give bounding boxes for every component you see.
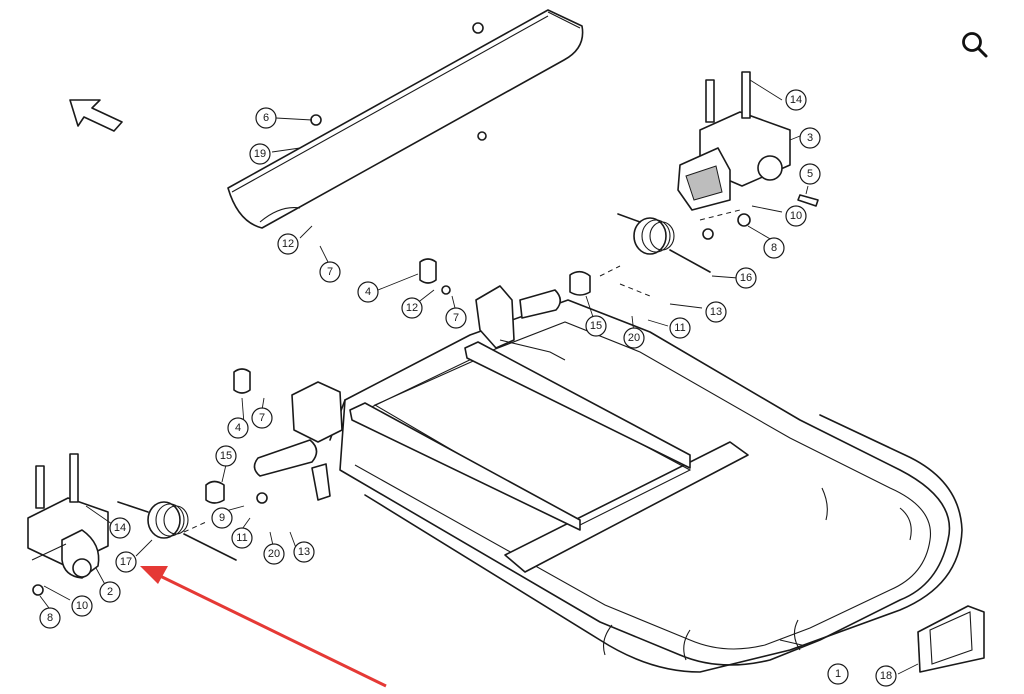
callout-4-right: 4 [357,281,379,303]
callout-7-mid-label: 7 [453,312,459,324]
callout-2-label: 2 [107,586,113,598]
callout-10-right-label: 10 [790,210,802,222]
callout-17: 17 [115,551,137,573]
callout-10-left-label: 10 [76,600,88,612]
callout-14-left: 14 [109,517,131,539]
callout-15-right-label: 15 [590,320,602,332]
callout-8-left-label: 8 [47,612,53,624]
callout-3: 3 [799,127,821,149]
callout-13-left-label: 13 [298,546,310,558]
callout-2: 2 [99,581,121,603]
callout-15-left-label: 15 [220,450,232,462]
callout-11-right-label: 11 [674,322,685,334]
callout-18-label: 18 [880,670,892,682]
callout-10-left: 10 [71,595,93,617]
leader-lines [39,79,919,675]
zoom-button[interactable] [956,26,994,64]
callout-1: 1 [827,663,849,685]
callout-14-right: 14 [785,89,807,111]
callout-3-label: 3 [807,132,813,144]
callout-13-left: 13 [293,541,315,563]
callout-20-right-label: 20 [628,332,640,344]
callout-15-left: 15 [215,445,237,467]
hinge-bracket-left [27,497,109,579]
callout-14-right-label: 14 [790,94,802,106]
callout-9-label: 9 [219,512,225,524]
callout-7-left-label: 7 [259,412,265,424]
callout-5: 5 [799,163,821,185]
part-18-channel [917,605,985,673]
callout-20-right: 20 [623,327,645,349]
callout-12-top-label: 12 [282,238,294,250]
callout-1-label: 1 [835,668,841,680]
callout-11-right: 11 [669,317,691,339]
callout-14-left-label: 14 [114,522,126,534]
callout-4-right-label: 4 [365,286,371,298]
callout-20-left: 20 [263,543,285,565]
torsion-spring-left [117,501,237,561]
callout-19-label: 19 [254,148,266,160]
callout-13-right: 13 [705,301,727,323]
callout-8-right: 8 [763,237,785,259]
callout-8-right-label: 8 [771,242,777,254]
callout-4-left: 4 [227,417,249,439]
main-frame [253,289,963,673]
callout-8-left: 8 [39,607,61,629]
callout-12-mid: 12 [401,297,423,319]
callout-6-label: 6 [263,112,269,124]
callout-6: 6 [255,107,277,129]
hinge-bracket-right [677,111,791,211]
callout-15-right: 15 [585,315,607,337]
callout-5-label: 5 [807,168,813,180]
callout-7-top-label: 7 [327,266,333,278]
fasteners [32,22,819,596]
callout-11-left-label: 11 [236,532,247,544]
callout-11-left: 11 [231,527,253,549]
direction-arrow [69,99,123,132]
callout-18: 18 [875,665,897,687]
callout-20-left-label: 20 [268,548,280,560]
callout-16: 16 [735,267,757,289]
callout-7-top: 7 [319,261,341,283]
callout-9: 9 [211,507,233,529]
top-cover [227,9,584,229]
callout-10-right: 10 [785,205,807,227]
callout-16-label: 16 [740,272,752,284]
callout-7-mid: 7 [445,307,467,329]
callout-7-left: 7 [251,407,273,429]
callout-13-right-label: 13 [710,306,722,318]
pivot-mount-right [475,285,566,361]
magnifier-icon [962,32,988,58]
callout-12-top: 12 [277,233,299,255]
callout-17-label: 17 [120,556,132,568]
bushings [205,258,591,504]
callout-4-left-label: 4 [235,422,241,434]
callout-19: 19 [249,143,271,165]
torsion-spring-right [617,213,711,273]
callout-12-mid-label: 12 [406,302,418,314]
pivot-mount-left [291,381,343,501]
red-annotation-arrow [140,566,387,688]
